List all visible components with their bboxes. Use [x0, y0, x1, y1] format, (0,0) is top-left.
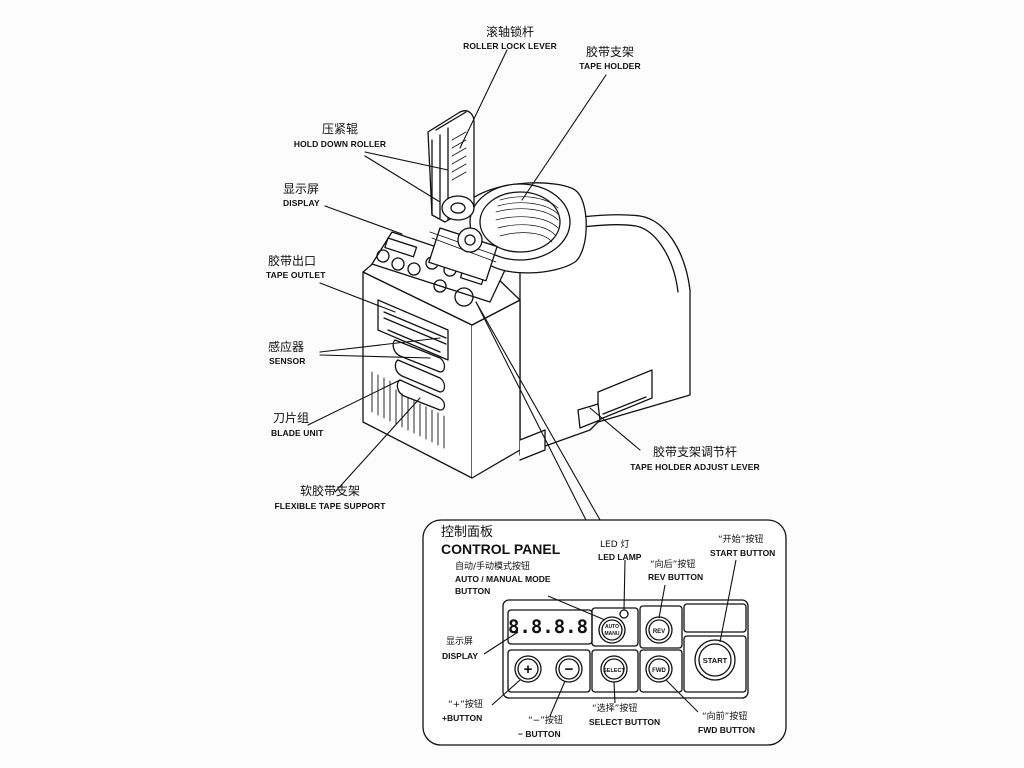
leader-rev [658, 584, 666, 619]
zoom-line-2 [475, 301, 605, 528]
leader-blade-unit [307, 379, 401, 426]
minus-en: − BUTTON [518, 729, 561, 739]
roller-lock-lever [427, 110, 475, 223]
leader-tape-outlet [319, 282, 396, 313]
led-lamp-en: LED LAMP [598, 552, 642, 562]
start-en: START BUTTON [710, 548, 776, 558]
flexible-tape-support-cn: 软胶带支架 [299, 484, 360, 498]
fwd-en: FWD BUTTON [698, 725, 755, 735]
tape-holder-en: TAPE HOLDER [579, 61, 641, 71]
hold-down-roller-en: HOLD DOWN ROLLER [293, 139, 387, 149]
led-lamp-cn: LED 灯 [600, 540, 630, 550]
display-en: DISPLAY [283, 198, 320, 208]
blade-unit-cn: 刀片组 [273, 411, 310, 425]
fwd-cn: “向前”按钮 [702, 712, 748, 722]
minus-cn: “−”按钮 [528, 716, 563, 726]
leader-fwd [665, 679, 699, 713]
machine-housing [519, 214, 691, 456]
zoom-line-1 [475, 301, 591, 529]
control-panel-title-cn: 控制面板 [441, 525, 494, 540]
roller-lock-lever-en: ROLLER LOCK LEVER [463, 41, 557, 51]
minus-label: − [565, 661, 574, 678]
leader-display [324, 205, 403, 235]
auto-manual-en2: BUTTON [455, 586, 491, 596]
flexible-tape-support-en: FLEXIBLE TAPE SUPPORT [274, 501, 386, 511]
leader-flexible-support [334, 397, 421, 493]
select-en: SELECT BUTTON [589, 717, 661, 727]
leader-start [719, 559, 737, 643]
plus-label: + [524, 661, 533, 678]
tape-outlet-en: TAPE OUTLET [266, 270, 326, 280]
rev-en: REV BUTTON [648, 572, 704, 582]
rev-cn: “向后”按钮 [650, 560, 696, 570]
tape-holder-adjust-lever-en: TAPE HOLDER ADJUST LEVER [630, 462, 760, 472]
tape-holder-adjust-lever-cn: 胶带支架调节杆 [652, 445, 737, 459]
leader-tape-holder [521, 74, 607, 201]
leader-select [613, 681, 616, 704]
leader-sensor [319, 337, 441, 353]
fwd-label: FWD [652, 668, 666, 674]
leader-hold-down-roller [364, 151, 449, 171]
panel-display-en: DISPLAY [442, 651, 479, 661]
hold-down-roller-cn: 压紧辊 [321, 122, 358, 136]
auto-label: AUTO [605, 624, 619, 630]
tape-outlet-cn: 胶带出口 [268, 254, 317, 268]
leader-roller-lock-lever [459, 49, 508, 149]
panel-display-cn: 显示屏 [446, 637, 474, 647]
plus-button[interactable] [514, 655, 542, 683]
control-panel-title-en: CONTROL PANEL [441, 541, 561, 557]
auto-manual-en: AUTO / MANUAL MODE [455, 574, 551, 584]
control-panel-box [422, 519, 787, 746]
segment-display: 8.8.8.8 [508, 616, 588, 638]
callout-lines [307, 49, 641, 529]
select-cn: “选择”按钮 [592, 704, 638, 714]
machine-front-block [362, 231, 546, 479]
start-button[interactable] [694, 639, 736, 681]
leader-auto-manual [547, 595, 606, 621]
select-label: SELECT [603, 668, 625, 674]
auto-manual-button[interactable] [598, 616, 626, 644]
sensor-cn: 感应器 [268, 340, 305, 354]
leader-panel-display [483, 631, 519, 655]
start-label: START [703, 656, 728, 665]
minus-button[interactable] [555, 655, 583, 683]
leader-minus [549, 680, 566, 717]
display-cn: 显示屏 [283, 182, 320, 196]
rev-label: REV [653, 629, 665, 635]
auto-manual-cn: 自动/手动模式按钮 [455, 562, 531, 572]
blade-unit-en: BLADE UNIT [271, 428, 324, 438]
leader-led-lamp [623, 559, 626, 611]
fwd-button[interactable] [645, 655, 673, 683]
panel-face [502, 599, 749, 699]
tape-roll [428, 182, 587, 282]
start-cn: “开始”按钮 [718, 535, 764, 545]
plus-en: +BUTTON [442, 713, 483, 723]
leader-plus [491, 679, 521, 706]
manu-label: MANU [605, 631, 620, 637]
tape-holder-cn: 胶带支架 [585, 45, 634, 59]
roller-lock-lever-cn: 滚轴锁杆 [485, 25, 534, 39]
leader-adjust-lever [589, 407, 641, 451]
sensor-en: SENSOR [269, 356, 306, 366]
plus-cn: “+”按钮 [448, 700, 483, 710]
